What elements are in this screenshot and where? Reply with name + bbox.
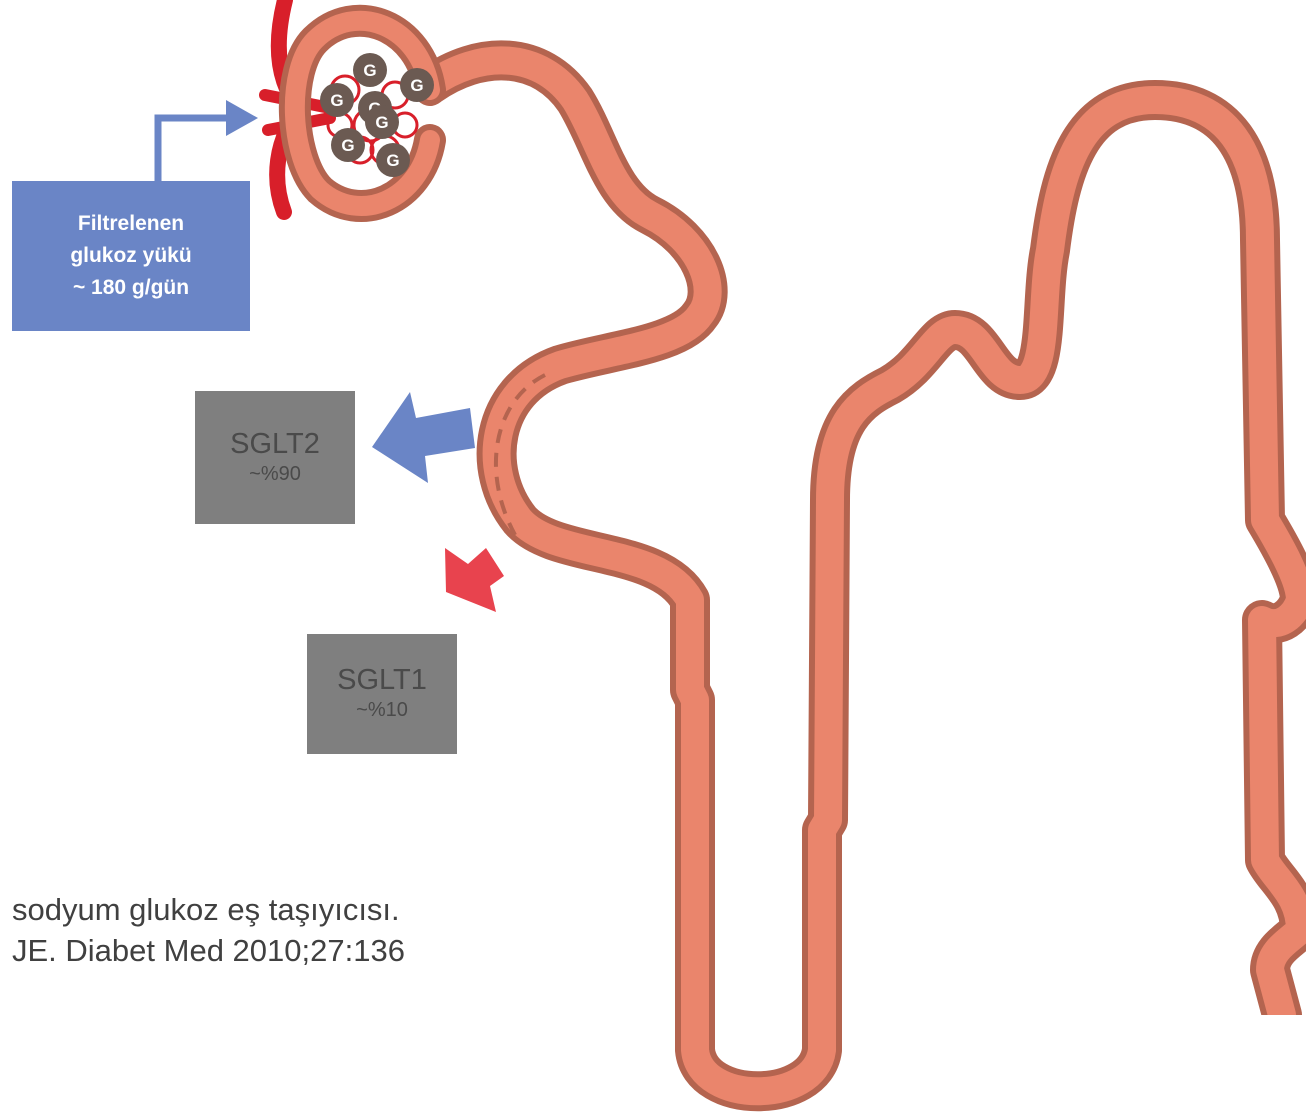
filtration-arrow bbox=[158, 118, 230, 182]
glucose-particle: G bbox=[400, 68, 434, 102]
sglt1-percent: ~%10 bbox=[356, 696, 408, 724]
glucose-label: G bbox=[386, 151, 399, 170]
nephron-tubule bbox=[430, 60, 1306, 1115]
filtered-glucose-load-box: Filtrelenen glukoz yükü ~ 180 g/gün bbox=[12, 181, 250, 331]
collecting-duct-end bbox=[1200, 1015, 1306, 1115]
glucose-particle: G bbox=[331, 128, 365, 162]
glucose-label: G bbox=[330, 91, 343, 110]
sglt1-name: SGLT1 bbox=[337, 664, 427, 696]
sglt2-percent: ~%90 bbox=[249, 460, 301, 488]
glucose-particle: G bbox=[353, 53, 387, 87]
glucose-label: G bbox=[410, 76, 423, 95]
filtered-load-line2: glukoz yükü bbox=[70, 240, 191, 272]
footnote-line1: sodyum glukoz eş taşıyıcısı. bbox=[12, 892, 400, 928]
glucose-label: G bbox=[341, 136, 354, 155]
filtered-load-line3: ~ 180 g/gün bbox=[73, 272, 189, 304]
glucose-particle: G bbox=[376, 143, 410, 177]
glucose-particle: G bbox=[365, 105, 399, 139]
filtered-load-line1: Filtrelenen bbox=[78, 208, 184, 240]
sglt1-box: SGLT1 ~%10 bbox=[307, 634, 457, 754]
footnote-line2: JE. Diabet Med 2010;27:136 bbox=[12, 933, 405, 969]
sglt2-box: SGLT2 ~%90 bbox=[195, 391, 355, 524]
glucose-label: G bbox=[363, 61, 376, 80]
glucose-label: G bbox=[375, 113, 388, 132]
sglt2-name: SGLT2 bbox=[230, 428, 320, 460]
filtration-arrowhead bbox=[226, 100, 258, 136]
sglt1-arrow bbox=[445, 548, 504, 612]
sglt2-arrow bbox=[372, 392, 475, 483]
glucose-particle: G bbox=[320, 83, 354, 117]
